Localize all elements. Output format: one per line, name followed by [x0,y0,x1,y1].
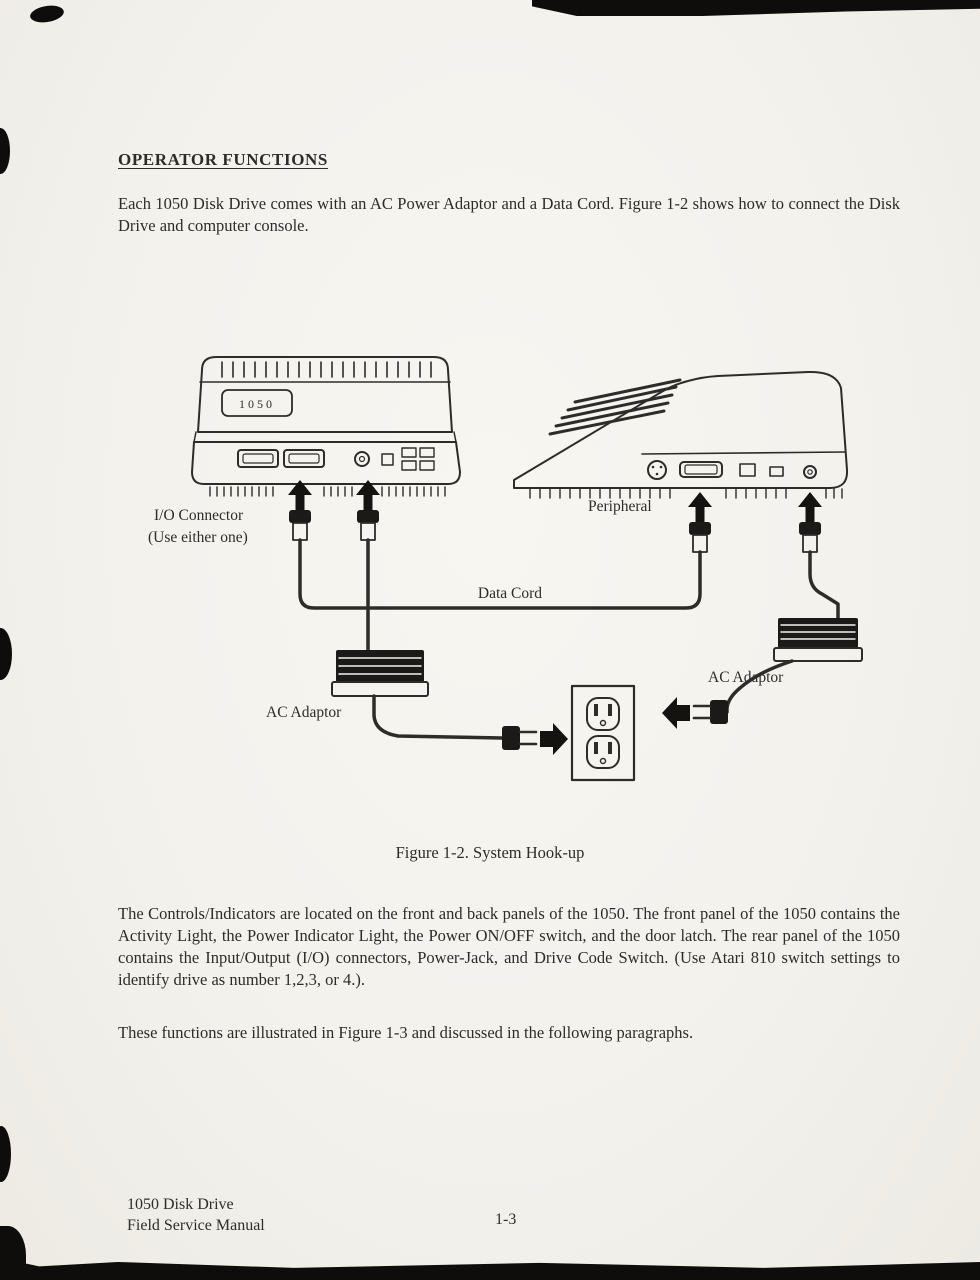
label-data-cord: Data Cord [478,585,542,602]
power-cable-console-to-adaptor [808,550,840,620]
console-power-jack [803,465,817,479]
body-paragraph-2: The Controls/Indicators are located on t… [118,904,900,989]
drive-base-hatching [209,486,446,497]
scan-artifact-binding-mark-2 [0,628,12,680]
label-peripheral: Peripheral [588,498,652,515]
scan-artifact-binding-mark-3 [0,1126,11,1182]
console-port-small-2 [769,466,784,477]
scan-artifact-top-right [532,0,980,16]
up-arrow-console-power-jack [798,492,822,522]
system-hookup-illustration: 1050 [148,356,863,782]
cable-plug-console-power [799,522,821,553]
console-base-hatching [529,488,843,499]
figure-diagram: 1050 [110,330,870,805]
label-io-connector-note: (Use either one) [148,529,248,546]
computer-console-illustration [513,370,849,499]
footer-identification: 1050 Disk Drive Field Service Manual [127,1194,265,1236]
arrow-into-outlet-left [540,723,568,755]
drive-small-port [381,453,394,466]
up-arrow-io-connector [288,480,312,510]
up-arrow-peripheral-port [688,492,712,522]
scan-artifact-top-left [28,2,66,26]
power-plug-right [692,700,728,724]
scan-artifact-bottom-bar [0,1258,980,1280]
ac-adaptor-right-box [773,618,863,662]
page-number: 1-3 [495,1211,517,1228]
label-ac-adaptor-left: AC Adaptor [266,704,342,721]
drive-io-connector-1 [237,449,279,468]
drive-power-jack [354,451,370,467]
label-ac-adaptor-right: AC Adaptor [708,669,784,686]
power-plug-left [502,726,538,750]
wall-outlet [570,684,636,782]
cable-plug-drive-power [357,510,379,541]
body-paragraph-3: These functions are illustrated in Figur… [118,1023,694,1042]
disk-drive-illustration: 1050 [191,356,461,497]
section-heading: OPERATOR FUNCTIONS [118,150,328,169]
power-cable-adaptor-left-to-plug [372,694,504,740]
console-keyboard-rows [548,378,682,436]
label-io-connector: I/O Connector [154,507,244,524]
drive-badge [221,389,293,417]
data-cord-cable [298,538,702,610]
cable-plug-console-peripheral [689,522,711,553]
console-peripheral-port [679,461,723,478]
ac-adaptor-left-box [331,650,429,697]
body-paragraph-1: Each 1050 Disk Drive comes with an AC Po… [118,194,900,235]
drive-io-connector-2 [283,449,325,468]
drive-vent-slots [221,361,432,378]
arrow-into-outlet-right [662,697,690,729]
drive-code-switches [401,447,435,471]
footer-line-1: 1050 Disk Drive [127,1196,234,1213]
drive-badge-label: 1050 [239,397,275,411]
console-din-port [647,460,667,480]
figure-caption: Figure 1-2. System Hook-up [395,843,585,862]
cable-plug-drive-io [289,510,311,541]
footer-line-2: Field Service Manual [127,1217,265,1234]
console-port-small-1 [739,463,756,477]
up-arrow-drive-power-jack [356,480,380,510]
scan-artifact-binding-mark-1 [0,128,10,174]
scan-artifact-bottom-left [0,1226,26,1268]
